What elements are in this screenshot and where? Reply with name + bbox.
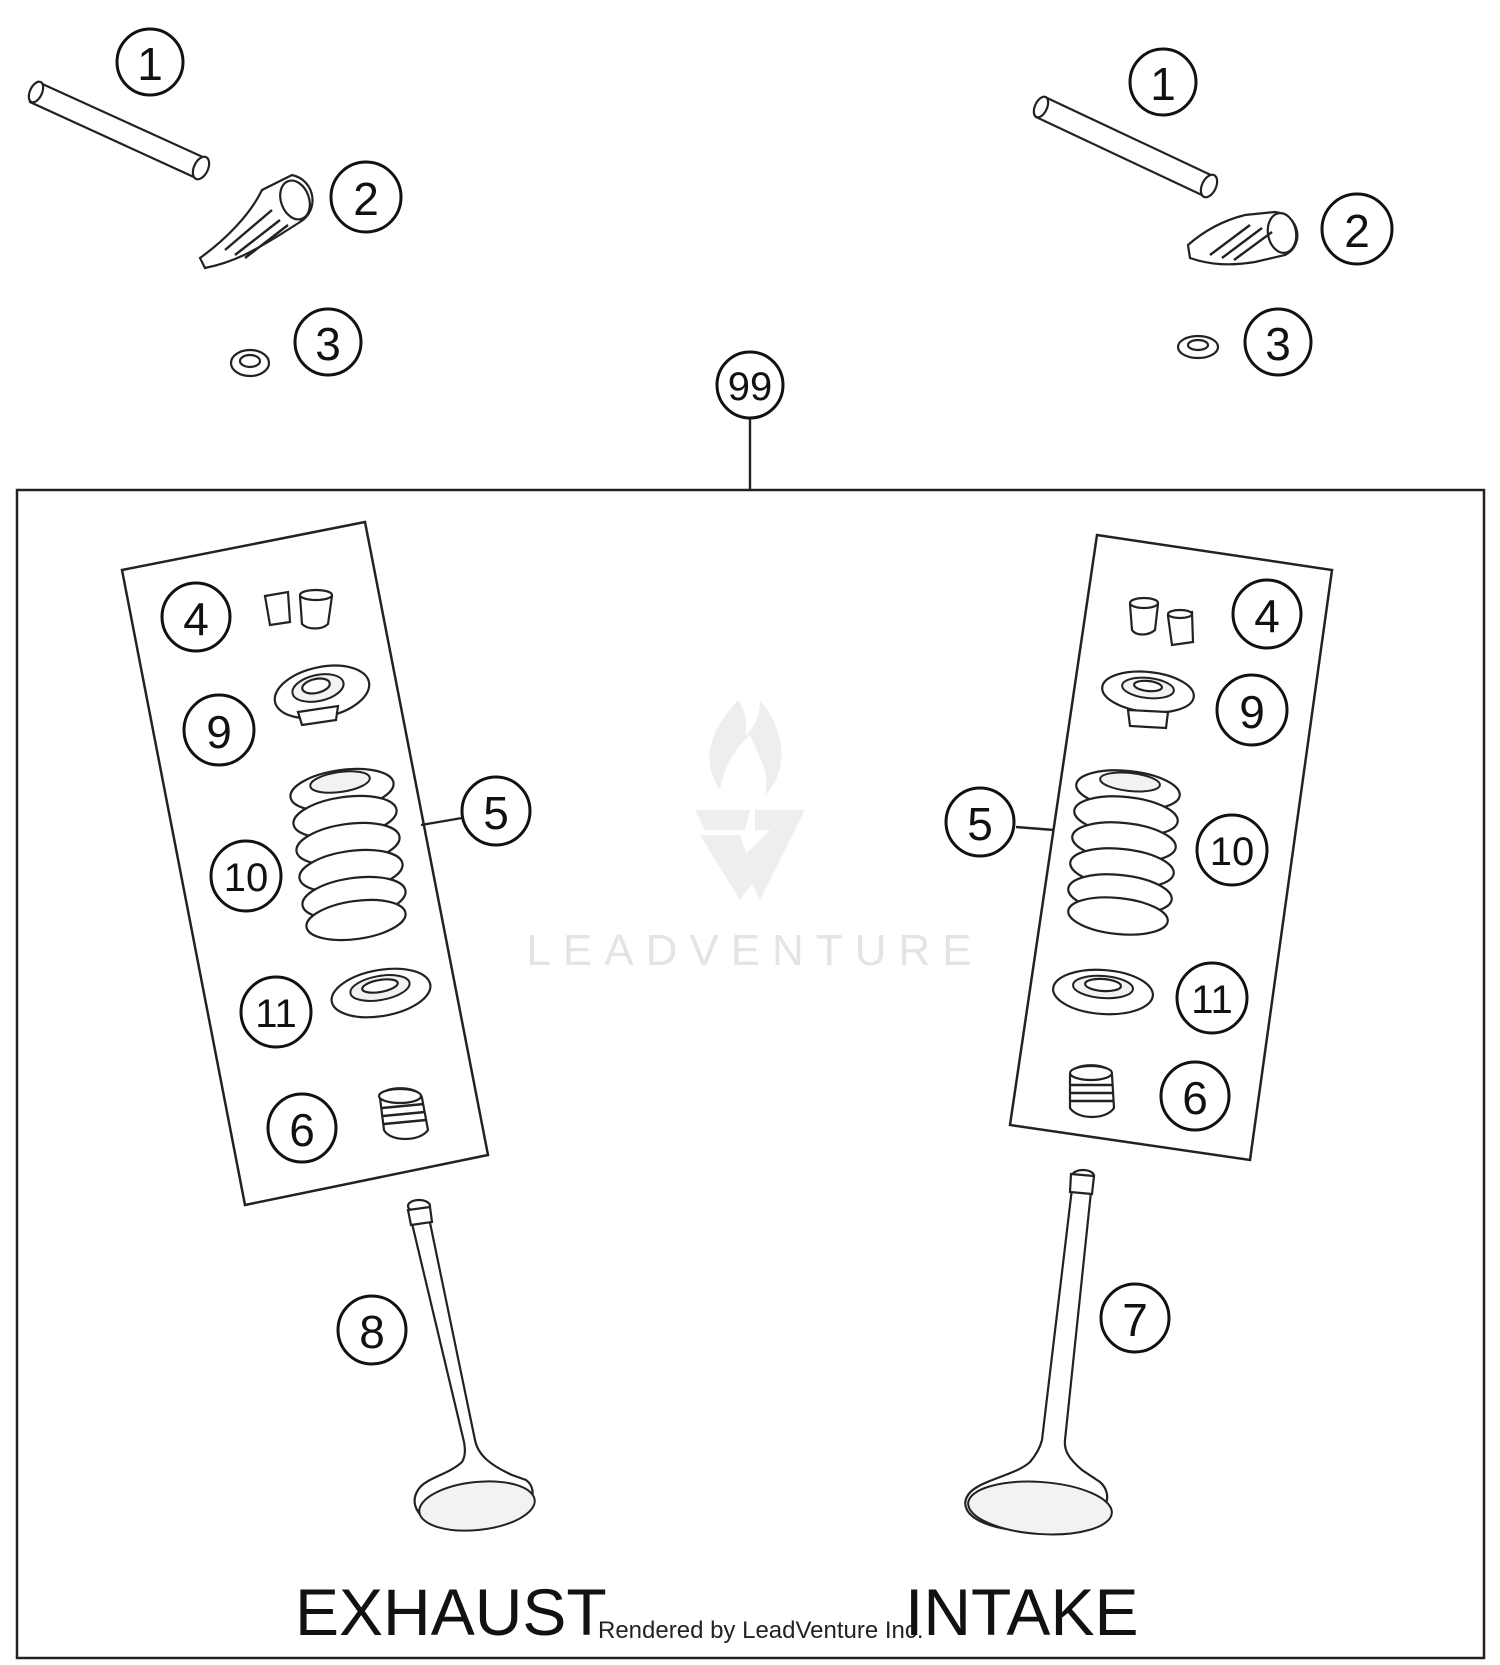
watermark-text: LEADVENTURE [526,926,983,975]
svg-text:11: 11 [255,992,297,1036]
rocker-shaft-icon [1032,95,1219,199]
intake-valve-icon [964,1168,1113,1536]
svg-text:6: 6 [1182,1072,1208,1124]
rocker-arm-icon [1186,210,1299,266]
spring-retainer-icon [1101,670,1195,730]
right-callout-7: 7 [1099,1282,1171,1354]
exhaust-label: EXHAUST [295,1575,607,1649]
rocker-shaft-icon [27,80,211,181]
left-callout-2: 2 [329,160,403,234]
svg-text:1: 1 [137,38,163,90]
right-callout-1: 1 [1128,47,1198,117]
svg-text:5: 5 [483,787,509,839]
valve-keepers-icon [1128,596,1195,647]
rocker-arm-icon [198,173,314,270]
spring-seat-icon [330,967,432,1019]
svg-text:8: 8 [359,1306,385,1358]
left-callout-10: 10 [209,839,283,913]
svg-text:2: 2 [1344,205,1370,257]
left-callout-8: 8 [336,1294,408,1366]
washer-icon [1176,334,1220,360]
svg-text:7: 7 [1122,1294,1148,1346]
left-callout-1: 1 [115,27,185,97]
right-callout-3: 3 [1243,307,1313,377]
svg-text:10: 10 [224,856,269,900]
right-callout-9: 9 [1215,673,1289,747]
valve-spring-icon [289,767,407,942]
left-spring-kit-leader [420,816,463,827]
left-callout-6: 6 [266,1092,338,1164]
svg-text:10: 10 [1210,830,1255,874]
svg-text:4: 4 [1254,590,1280,642]
svg-text:99: 99 [728,365,773,409]
right-callout-5: 5 [944,786,1016,858]
valve-spring-icon [1067,769,1181,936]
left-callout-3: 3 [293,307,363,377]
left-spring-kit-panel [120,520,490,1207]
svg-text:9: 9 [206,706,232,758]
right-spring-kit-panel [1008,533,1334,1162]
exhaust-valve-icon [406,1198,536,1532]
right-callout-11: 11 [1175,961,1249,1035]
kit-outline [15,488,1486,1660]
svg-text:1: 1 [1150,58,1176,110]
svg-text:6: 6 [289,1104,315,1156]
left-callout-4: 4 [160,581,232,653]
svg-text:5: 5 [967,798,993,850]
washer-icon [229,348,271,378]
valve-keepers-icon [263,588,334,630]
svg-text:3: 3 [1265,318,1291,370]
svg-text:3: 3 [315,318,341,370]
left-callout-11: 11 [239,975,313,1049]
svg-text:9: 9 [1239,686,1265,738]
callout-99: 99 [715,350,785,420]
leadventure-logo-icon [695,700,805,900]
right-callout-10: 10 [1195,813,1269,887]
valve-stem-seal-icon [1068,1064,1116,1119]
svg-text:11: 11 [1191,978,1233,1022]
right-callout-2: 2 [1320,192,1394,266]
right-callout-6: 6 [1159,1060,1231,1132]
spring-seat-icon [1051,968,1155,1016]
render-credit: Rendered by LeadVenture Inc. [598,1617,924,1644]
right-callout-4: 4 [1231,578,1303,650]
valve-stem-seal-icon [377,1087,430,1141]
spring-retainer-icon [273,664,371,727]
watermark: LEADVENTURE [526,700,983,975]
left-callout-9: 9 [182,693,256,767]
left-callout-5: 5 [460,775,532,847]
intake-label: INTAKE [905,1575,1138,1649]
svg-text:4: 4 [183,593,209,645]
svg-text:2: 2 [353,173,379,225]
right-spring-kit-leader [1015,825,1055,832]
